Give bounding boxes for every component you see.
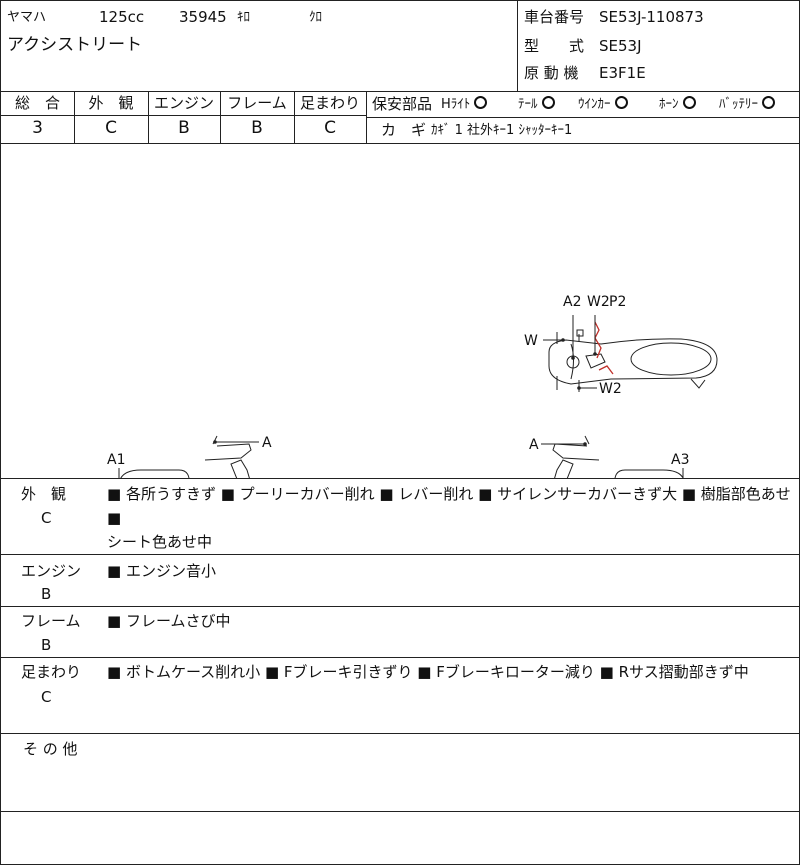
remark-line: ■ エンジン音小 [107,562,216,580]
ok-circle-icon [682,96,696,109]
right-side-scooter [552,435,684,478]
label-a1-left: A1 [107,452,125,468]
damage-diagram: A2 W2 P2 W W2 A A1 P1 2 S2 W2 W3 2 A A3 … [107,294,718,478]
label-w2-top: W2 [587,294,610,310]
remark-title-frame: フレーム [21,612,81,630]
remark-body-exterior: ■ 各所うすきず ■ プーリーカバー削れ ■ レバー削れ ■ サイレンサーカバー… [107,482,797,554]
type-label: 型 式 [524,37,585,55]
grade-header-engine: エンジン [153,94,214,112]
remark-title-other: そ の 他 [23,740,78,758]
engine-value: E3F1E [599,64,646,82]
remark-body-frame: ■ フレームさび中 [107,609,797,633]
grade-exterior: C [105,118,117,138]
label-a-left: A [262,435,272,451]
remark-line: シート色あせ中 [107,533,213,551]
label-a-right: A [529,437,539,453]
label-w-top: W [524,333,538,349]
maker: ヤマハ [7,10,47,25]
ok-circle-icon [614,96,628,109]
key-value: ｶｷﾞ 1 社外ｷｰ1 ｼｬｯﾀｰｷｰ1 [431,123,573,138]
mileage: 35945 [179,8,227,26]
safety-item-winker: ｳｲﾝｶｰ [578,96,628,114]
remark-line: ■ フレームさび中 [107,612,231,630]
type-value: SE53J [599,37,642,55]
label-p2-top: P2 [609,294,626,310]
safety-item-tail: ﾃｰﾙ [518,96,555,114]
safety-item-headlight: Hﾗｲﾄ [441,96,488,114]
frame-number-value: SE53J-110873 [599,8,704,26]
engine-label: 原 動 機 [524,64,579,82]
grade-suspension: C [324,118,336,138]
grade-total: 3 [32,118,43,138]
label-a3-right: A3 [671,452,689,468]
ok-circle-icon [541,96,555,109]
frame-number-label: 車台番号 [524,8,585,26]
grade-frame: B [251,118,263,138]
ok-circle-icon [762,96,775,109]
label-a2-top: A2 [563,294,581,310]
grade-header-total: 総 合 [14,94,60,112]
safety-item-battery: ﾊﾞｯﾃﾘｰ [719,96,775,114]
label-w2-top-b: W2 [599,381,622,397]
grade-engine: B [178,118,190,138]
safety-label: 保安部品 [372,95,433,113]
remark-title-exterior: 外 観 [21,485,67,503]
key-label: カ ギ [381,121,427,139]
grade-header-frame: フレーム [227,94,287,112]
remark-grade-frame: B [41,636,52,654]
top-view-scooter [548,329,718,392]
ok-circle-icon [474,96,488,109]
grade-header-exterior: 外 観 [88,94,134,112]
remark-title-suspension: 足まわり [21,663,82,681]
remark-grade-engine: B [41,585,52,603]
grade-header-suspension: 足まわり [299,94,360,112]
remark-line: ■ ボトムケース削れ小 ■ Fブレーキ引きずり ■ Fブレーキローター減り ■ … [107,663,749,681]
mileage-unit: ｷﾛ [237,10,250,25]
remark-line: ■ 各所うすきず ■ プーリーカバー削れ ■ レバー削れ ■ サイレンサーカバー… [107,485,791,527]
remark-grade-exterior: C [41,509,52,527]
remark-body-suspension: ■ ボトムケース削れ小 ■ Fブレーキ引きずり ■ Fブレーキローター減り ■ … [107,660,797,684]
remark-title-engine: エンジン [21,562,82,580]
remark-body-engine: ■ エンジン音小 [107,559,797,583]
model-name: アクシストリート [7,35,143,55]
remark-grade-suspension: C [41,688,52,706]
displacement: 125cc [99,8,145,26]
color: ｸﾛ [309,10,322,25]
safety-item-horn: ﾎｰﾝ [659,96,696,114]
